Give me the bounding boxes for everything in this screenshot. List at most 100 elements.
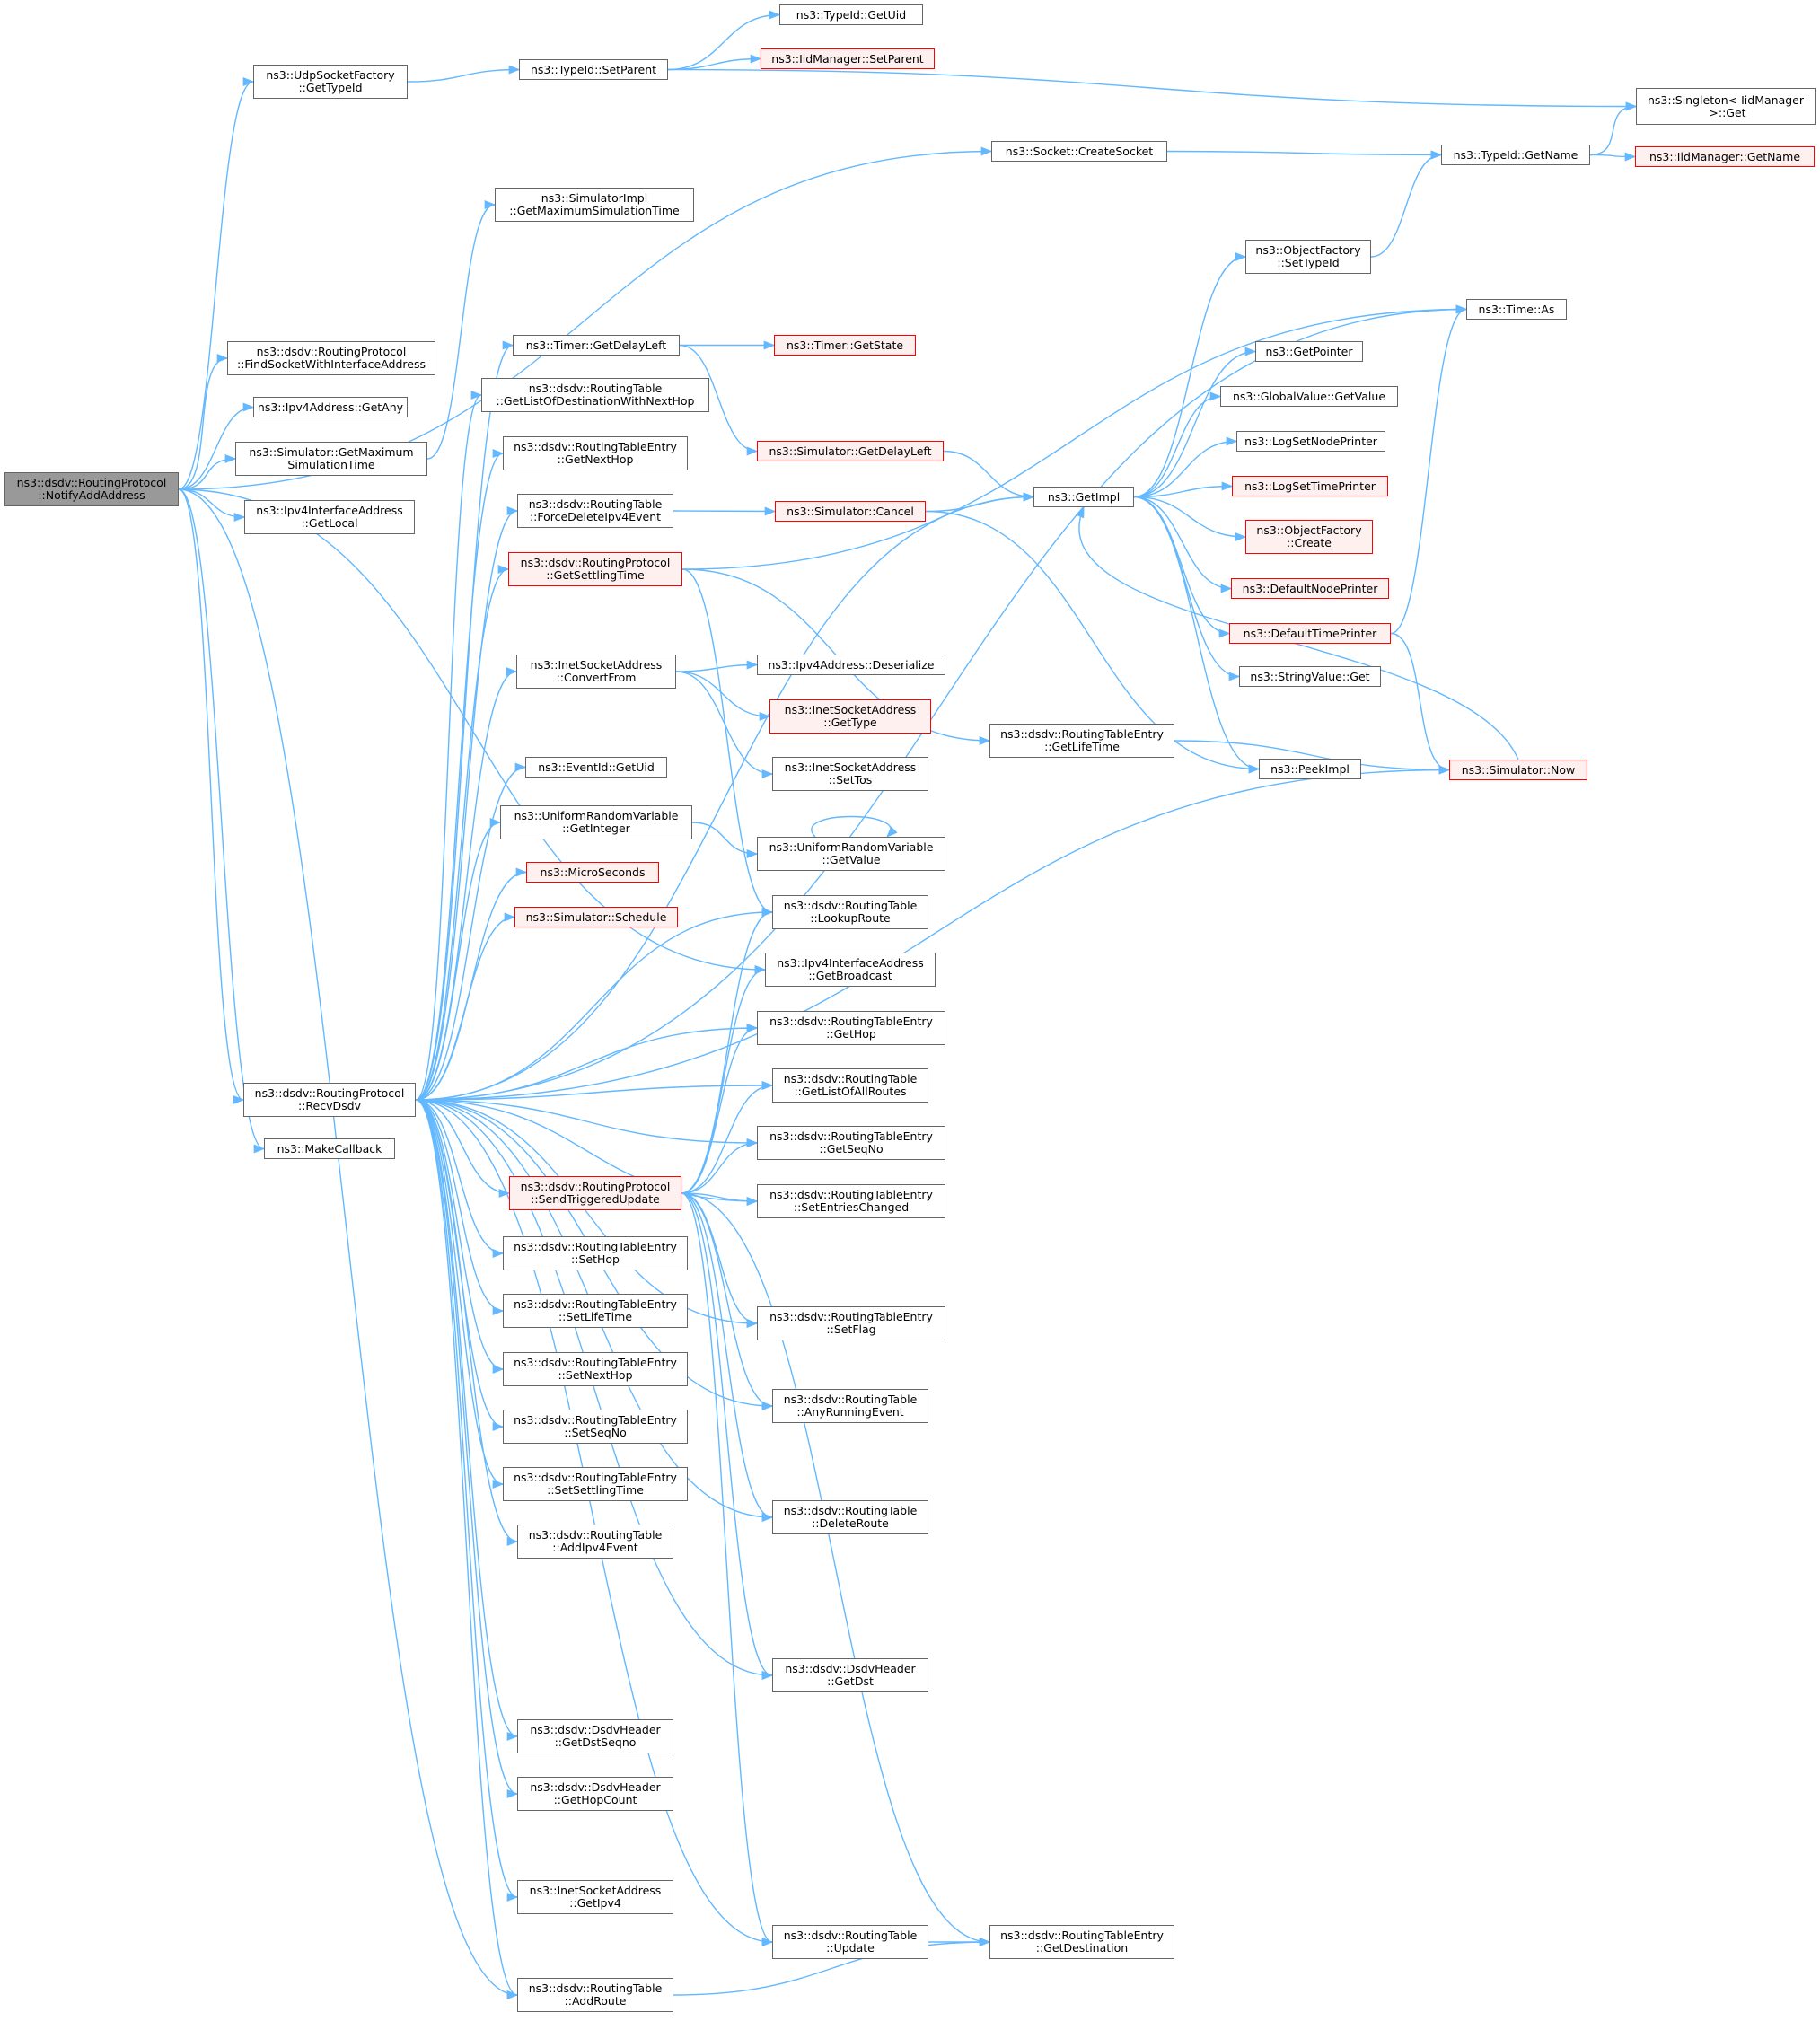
node-sendtrig[interactable]: ns3::dsdv::RoutingProtocol ::SendTrigger… xyxy=(509,1176,681,1210)
node-deftimeprinter[interactable]: ns3::DefaultTimePrinter xyxy=(1229,623,1391,644)
edge-recvdsdv-to-rtaddroute xyxy=(415,1099,519,1999)
edge-forcedelete-to-simcancel xyxy=(673,506,777,516)
node-iidsetparent[interactable]: ns3::IidManager::SetParent xyxy=(761,48,935,69)
node-getlistdestnh[interactable]: ns3::dsdv::RoutingTable ::GetListOfDesti… xyxy=(481,378,709,412)
node-rtaddroute[interactable]: ns3::dsdv::RoutingTable ::AddRoute xyxy=(517,1978,673,2012)
edge-getimpl-to-objfactsettype xyxy=(1133,252,1247,498)
edge-deftimeprinter-to-simnow xyxy=(1390,632,1451,775)
edge-recvdsdv-to-rtupdate xyxy=(415,1099,774,1946)
edge-getname-to-iidgetname xyxy=(1589,152,1637,162)
node-simimplmax[interactable]: ns3::SimulatorImpl ::GetMaximumSimulatio… xyxy=(495,188,694,222)
node-root[interactable]: ns3::dsdv::RoutingProtocol ::NotifyAddAd… xyxy=(4,472,179,506)
edge-sendtrig-to-rtupdate xyxy=(681,1192,774,1946)
node-singleton[interactable]: ns3::Singleton< IidManager >::Get xyxy=(1636,88,1816,125)
node-rtegethop[interactable]: ns3::dsdv::RoutingTableEntry ::GetHop xyxy=(757,1011,945,1045)
node-rtdelete[interactable]: ns3::dsdv::RoutingTable ::DeleteRoute xyxy=(772,1500,928,1534)
edge-sendtrig-to-rtesetentries xyxy=(681,1192,759,1207)
node-getpointer[interactable]: ns3::GetPointer xyxy=(1255,341,1363,362)
edge-simgetdelay-to-getimpl xyxy=(943,450,1035,502)
edge-recvdsdv-to-rtlookup xyxy=(415,907,774,1101)
edge-sendtrig-to-dhgetdst xyxy=(681,1192,774,1680)
edge-recvdsdv-to-rtesetentries xyxy=(415,1099,759,1207)
edge-sendtrig-to-rtdelete xyxy=(681,1192,774,1522)
node-gvgetvalue[interactable]: ns3::GlobalValue::GetValue xyxy=(1220,386,1398,407)
node-dhgetdst[interactable]: ns3::dsdv::DsdvHeader ::GetDst xyxy=(772,1658,928,1692)
node-objfactcreate[interactable]: ns3::ObjectFactory ::Create xyxy=(1245,520,1373,554)
node-rtesethop[interactable]: ns3::dsdv::RoutingTableEntry ::SetHop xyxy=(503,1236,688,1270)
node-rtesetseq[interactable]: ns3::dsdv::RoutingTableEntry ::SetSeqNo xyxy=(503,1410,688,1444)
edge-recvdsdv-to-inetgetipv4 xyxy=(415,1099,519,1902)
node-rtegetdest[interactable]: ns3::dsdv::RoutingTableEntry ::GetDestin… xyxy=(989,1925,1174,1959)
edge-recvdsdv-to-rtegetnexthop xyxy=(415,449,505,1101)
node-rtupdate[interactable]: ns3::dsdv::RoutingTable ::Update xyxy=(772,1925,928,1959)
edge-getimpl-to-logsettime xyxy=(1133,481,1234,498)
edge-recvdsdv-to-getsettling xyxy=(415,565,510,1101)
node-recvdsdv[interactable]: ns3::dsdv::RoutingProtocol ::RecvDsdv xyxy=(243,1083,416,1117)
edge-rtegetlife-to-simnow xyxy=(1174,740,1451,775)
node-inetgettype[interactable]: ns3::InetSocketAddress ::GetType xyxy=(769,699,931,734)
edge-root-to-ipv4ifgetlocal xyxy=(178,488,246,523)
node-createsocket[interactable]: ns3::Socket::CreateSocket xyxy=(991,141,1167,162)
edge-recvdsdv-to-dhgetdst xyxy=(415,1099,774,1681)
node-findsocket[interactable]: ns3::dsdv::RoutingProtocol ::FindSocketW… xyxy=(227,341,435,375)
node-rtesetflag[interactable]: ns3::dsdv::RoutingTableEntry ::SetFlag xyxy=(757,1306,945,1340)
node-rtesetnh[interactable]: ns3::dsdv::RoutingTableEntry ::SetNextHo… xyxy=(503,1352,688,1386)
node-urvgetint[interactable]: ns3::UniformRandomVariable ::GetInteger xyxy=(500,805,692,839)
node-makecallback[interactable]: ns3::MakeCallback xyxy=(264,1138,395,1159)
node-timergetdelay[interactable]: ns3::Timer::GetDelayLeft xyxy=(513,335,680,356)
node-rtesetentries[interactable]: ns3::dsdv::RoutingTableEntry ::SetEntrie… xyxy=(757,1184,945,1218)
node-timergetstate[interactable]: ns3::Timer::GetState xyxy=(774,335,916,356)
node-logsettime[interactable]: ns3::LogSetTimePrinter xyxy=(1232,476,1388,496)
node-logsetnode[interactable]: ns3::LogSetNodePrinter xyxy=(1236,431,1385,452)
node-ipv4getany[interactable]: ns3::Ipv4Address::GetAny xyxy=(253,397,408,417)
node-dhgethop[interactable]: ns3::dsdv::DsdvHeader ::GetHopCount xyxy=(517,1777,673,1811)
edge-createsocket-to-getname xyxy=(1166,150,1443,160)
node-eventgetuid[interactable]: ns3::EventId::GetUid xyxy=(525,757,667,778)
node-microseconds[interactable]: ns3::MicroSeconds xyxy=(526,862,659,883)
node-rtesetsettling[interactable]: ns3::dsdv::RoutingTableEntry ::SetSettli… xyxy=(503,1467,688,1501)
node-rtlookup[interactable]: ns3::dsdv::RoutingTable ::LookupRoute xyxy=(772,895,928,929)
edge-recvdsdv-to-rtesethop xyxy=(415,1099,505,1258)
node-objfactsettype[interactable]: ns3::ObjectFactory ::SetTypeId xyxy=(1245,240,1371,274)
node-forcedelete[interactable]: ns3::dsdv::RoutingTable ::ForceDeleteIpv… xyxy=(517,494,673,528)
edge-recvdsdv-to-timeas xyxy=(415,304,1468,1101)
node-peekimpl[interactable]: ns3::PeekImpl xyxy=(1259,759,1361,779)
node-ipv4deser[interactable]: ns3::Ipv4Address::Deserialize xyxy=(757,655,945,675)
edge-inetconvert-to-inetsettos xyxy=(675,671,774,779)
node-rtegetnexthop[interactable]: ns3::dsdv::RoutingTableEntry ::GetNextHo… xyxy=(503,436,688,470)
node-rtanyrunning[interactable]: ns3::dsdv::RoutingTable ::AnyRunningEven… xyxy=(772,1389,928,1423)
edge-recvdsdv-to-rtaddipv4 xyxy=(415,1099,519,1546)
node-inetconvert[interactable]: ns3::InetSocketAddress ::ConvertFrom xyxy=(516,655,676,689)
node-defnodeprinter[interactable]: ns3::DefaultNodePrinter xyxy=(1231,578,1389,599)
node-simgetmax[interactable]: ns3::Simulator::GetMaximum SimulationTim… xyxy=(235,442,427,476)
edge-inetconvert-to-inetgettype xyxy=(675,671,771,722)
edge-recvdsdv-to-getlistdestnh xyxy=(415,391,483,1101)
node-getname[interactable]: ns3::TypeId::GetName xyxy=(1441,145,1590,165)
node-getuid[interactable]: ns3::TypeId::GetUid xyxy=(779,4,923,25)
node-stringget[interactable]: ns3::StringValue::Get xyxy=(1239,666,1381,687)
node-setparent[interactable]: ns3::TypeId::SetParent xyxy=(519,59,668,80)
node-rtegetseq[interactable]: ns3::dsdv::RoutingTableEntry ::GetSeqNo xyxy=(757,1126,945,1160)
node-ipv4ifgetlocal[interactable]: ns3::Ipv4InterfaceAddress ::GetLocal xyxy=(244,500,415,534)
node-simnow[interactable]: ns3::Simulator::Now xyxy=(1449,760,1587,780)
node-rtgetall[interactable]: ns3::dsdv::RoutingTable ::GetListOfAllRo… xyxy=(772,1068,928,1103)
node-rtegetlife[interactable]: ns3::dsdv::RoutingTableEntry ::GetLifeTi… xyxy=(989,724,1174,758)
node-inetsettos[interactable]: ns3::InetSocketAddress ::SetTos xyxy=(772,757,928,791)
node-udpsf[interactable]: ns3::UdpSocketFactory ::GetTypeId xyxy=(253,65,408,99)
node-getimpl[interactable]: ns3::GetImpl xyxy=(1033,487,1134,507)
node-simgetdelay[interactable]: ns3::Simulator::GetDelayLeft xyxy=(757,441,944,461)
node-getsettling[interactable]: ns3::dsdv::RoutingProtocol ::GetSettling… xyxy=(508,552,682,586)
node-rtesetlife[interactable]: ns3::dsdv::RoutingTableEntry ::SetLifeTi… xyxy=(503,1294,688,1328)
node-inetgetipv4[interactable]: ns3::InetSocketAddress ::GetIpv4 xyxy=(517,1880,673,1914)
node-simcancel[interactable]: ns3::Simulator::Cancel xyxy=(775,501,926,522)
node-dhgetdstseq[interactable]: ns3::dsdv::DsdvHeader ::GetDstSeqno xyxy=(517,1719,673,1753)
node-rtaddipv4[interactable]: ns3::dsdv::RoutingTable ::AddIpv4Event xyxy=(517,1525,673,1559)
node-iidgetname[interactable]: ns3::IidManager::GetName xyxy=(1635,146,1815,167)
node-simschedule[interactable]: ns3::Simulator::Schedule xyxy=(514,907,678,927)
edge-simgetmax-to-simimplmax xyxy=(426,200,497,460)
node-ipv4ifbcast[interactable]: ns3::Ipv4InterfaceAddress ::GetBroadcast xyxy=(765,953,936,987)
edge-recvdsdv-to-forcedelete xyxy=(415,506,519,1101)
node-urvgetvalue[interactable]: ns3::UniformRandomVariable ::GetValue xyxy=(757,837,945,871)
node-timeas[interactable]: ns3::Time::As xyxy=(1466,299,1567,320)
edge-simcancel-to-peekimpl xyxy=(925,510,1261,774)
